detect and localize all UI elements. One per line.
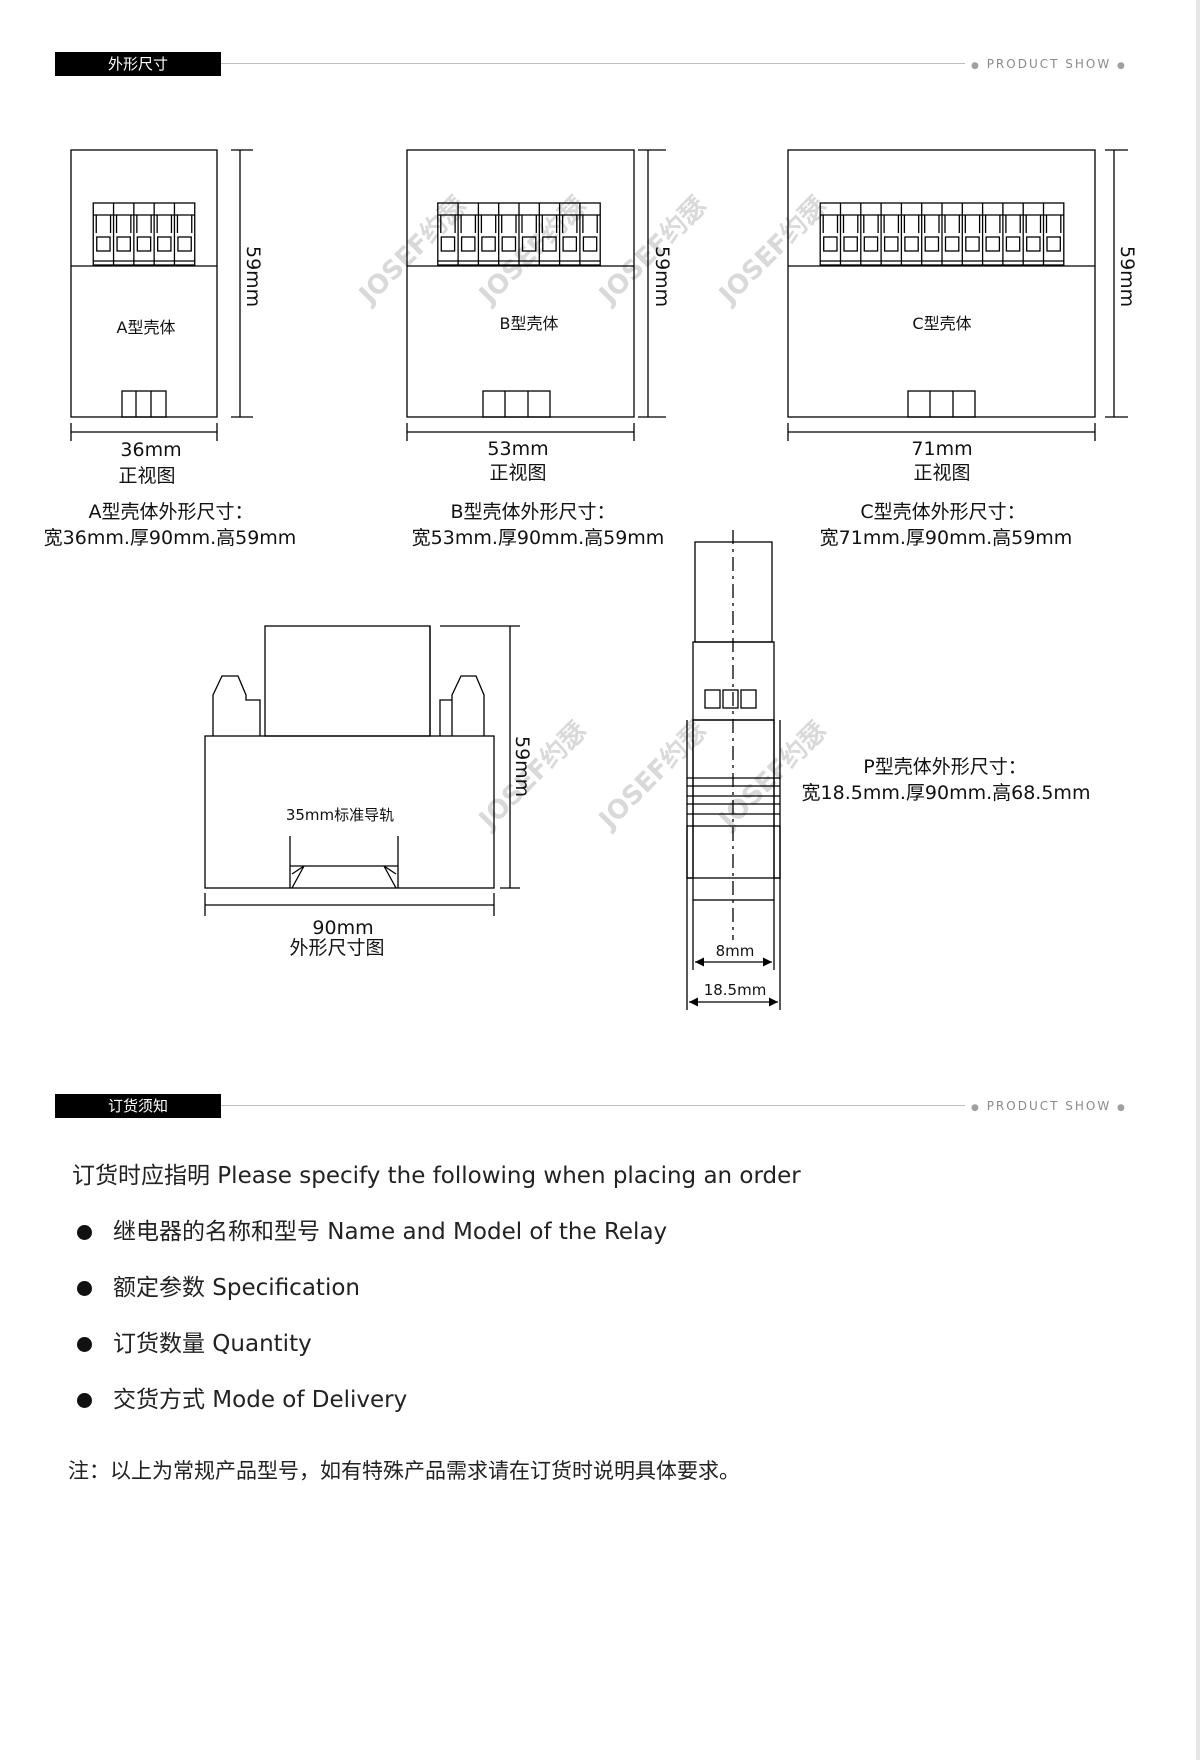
- housing-a-drawing: [70, 149, 253, 441]
- order-item: 交货方式 Mode of Delivery: [72, 1384, 1132, 1416]
- section-header-ordering: 订货须知 ● PRODUCT SHOW ●: [55, 1094, 1145, 1118]
- terminal-part: [904, 236, 919, 252]
- terminal-block-c: [819, 202, 1065, 266]
- terminal-block-b: [437, 202, 601, 266]
- terminal-part: [460, 236, 476, 252]
- bullet-icon: [77, 1281, 92, 1296]
- terminal-part: [521, 236, 537, 252]
- terminal-part: [481, 236, 496, 252]
- section-tagline: ● PRODUCT SHOW ●: [965, 56, 1133, 74]
- housing-c-drawing: [787, 149, 1128, 441]
- terminal-part: [156, 236, 172, 252]
- housing-b-width-label: 53mm: [487, 438, 548, 460]
- terminal-part: [542, 236, 557, 252]
- order-item: 订货数量 Quantity: [72, 1328, 1132, 1360]
- side-view-drawing: [204, 625, 520, 916]
- terminal-part: [562, 236, 578, 252]
- housing-c-width-label: 71mm: [911, 438, 972, 460]
- rail-label: 35mm标准导轨: [286, 806, 394, 824]
- terminal-part: [92, 202, 196, 266]
- housing-c-title: C型壳体外形尺寸：: [860, 501, 1026, 523]
- terminal-part: [924, 236, 940, 252]
- p-type-dims: 宽18.5mm.厚90mm.高68.5mm: [801, 782, 1091, 804]
- p-inner-width-label: 8mm: [716, 942, 755, 960]
- side-height-label: 59mm: [511, 736, 533, 797]
- section-tag: 订货须知: [55, 1094, 221, 1118]
- order-info: 订货时应指明 Please specify the following when…: [72, 1160, 1132, 1416]
- housing-a-dims: 宽36mm.厚90mm.高59mm: [43, 527, 297, 549]
- housing-c-height-label: 59mm: [1116, 246, 1138, 307]
- bullet-icon: [77, 1225, 92, 1240]
- housing-b-label: B型壳体: [500, 314, 559, 333]
- section-tagline: ● PRODUCT SHOW ●: [965, 1098, 1133, 1116]
- section-divider: [221, 1105, 1125, 1106]
- housing-a-width-label: 36mm: [120, 439, 181, 461]
- p-type-title: P型壳体外形尺寸：: [863, 756, 1027, 778]
- terminal-part: [843, 236, 858, 252]
- terminal-part: [965, 236, 980, 252]
- terminal-part: [944, 236, 960, 252]
- order-intro: 订货时应指明 Please specify the following when…: [72, 1163, 801, 1189]
- housing-b-title: B型壳体外形尺寸：: [450, 501, 616, 523]
- section-tagline-text: PRODUCT SHOW: [986, 57, 1112, 71]
- terminal-part: [501, 236, 517, 252]
- housing-a-title: A型壳体外形尺寸：: [88, 501, 254, 523]
- watermark: JOSEF约瑟: [712, 190, 833, 311]
- p-outer-width-label: 18.5mm: [704, 981, 767, 999]
- p-type-drawing: [686, 530, 781, 1010]
- order-note: 注：以上为常规产品型号，如有特殊产品需求请在订货时说明具体要求。: [68, 1459, 740, 1483]
- order-item-text: 交货方式 Mode of Delivery: [113, 1387, 408, 1413]
- terminal-part: [96, 236, 111, 252]
- terminal-part: [823, 236, 838, 252]
- housing-b-height-label: 59mm: [651, 246, 673, 307]
- terminal-part: [1005, 236, 1021, 252]
- terminal-part: [177, 236, 192, 252]
- section-tagline-text: PRODUCT SHOW: [986, 1099, 1112, 1113]
- terminal-part: [582, 236, 598, 252]
- housing-b-dims: 宽53mm.厚90mm.高59mm: [411, 527, 665, 549]
- section-divider: [221, 63, 1125, 64]
- housing-c-view-label: 正视图: [913, 462, 971, 484]
- terminal-part: [985, 236, 1001, 252]
- terminal-part: [883, 236, 899, 252]
- housing-b-view-label: 正视图: [489, 462, 547, 484]
- side-width-label: 90mm: [312, 917, 373, 939]
- housing-c-dims: 宽71mm.厚90mm.高59mm: [819, 527, 1073, 549]
- terminal-part: [440, 236, 456, 252]
- section-tag: 外形尺寸: [55, 52, 221, 76]
- order-item: 额定参数 Specification: [72, 1272, 1132, 1304]
- order-item: 继电器的名称和型号 Name and Model of the Relay: [72, 1216, 1132, 1248]
- dimension-drawings: JOSEF约瑟 JOSEF约瑟 JOSEF约瑟 JOSEF约瑟 JOSEF约瑟 …: [70, 149, 1138, 1010]
- order-item-text: 继电器的名称和型号 Name and Model of the Relay: [113, 1219, 668, 1245]
- order-item-text: 额定参数 Specification: [113, 1275, 360, 1301]
- terminal-part: [116, 236, 132, 252]
- terminal-block-a: [92, 202, 196, 266]
- watermark: JOSEF约瑟: [592, 715, 713, 836]
- section-header-dimensions: 外形尺寸 ● PRODUCT SHOW ●: [55, 52, 1145, 76]
- side-view-label: 外形尺寸图: [289, 937, 385, 959]
- terminal-part: [136, 236, 152, 252]
- bullet-icon: [77, 1337, 92, 1352]
- terminal-part: [1026, 236, 1041, 252]
- housing-a-height-label: 59mm: [242, 246, 264, 307]
- housing-a-label: A型壳体: [117, 318, 176, 337]
- page-edge: [1196, 0, 1200, 1760]
- housing-b-drawing: [406, 149, 666, 441]
- order-item-text: 订货数量 Quantity: [113, 1331, 312, 1357]
- housing-a-view-label: 正视图: [118, 465, 176, 487]
- terminal-part: [863, 236, 879, 252]
- bullet-icon: [77, 1393, 92, 1408]
- housing-c-label: C型壳体: [912, 314, 971, 333]
- watermark: JOSEF约瑟: [712, 715, 833, 836]
- terminal-part: [1046, 236, 1061, 252]
